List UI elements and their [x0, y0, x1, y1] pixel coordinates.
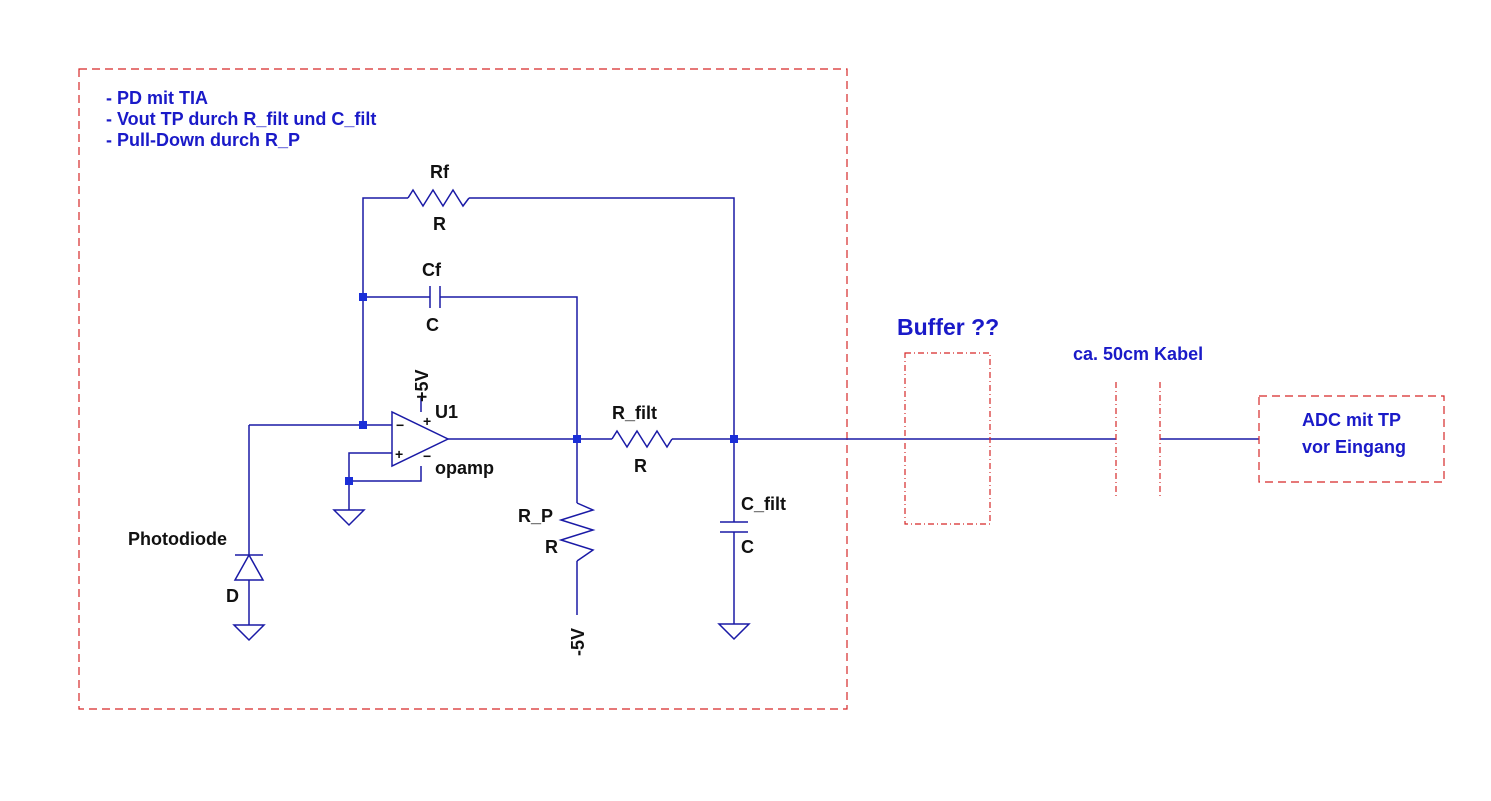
buffer-label: Buffer ?? — [897, 314, 999, 340]
cable-label: ca. 50cm Kabel — [1073, 344, 1203, 364]
circuit-frame — [78, 68, 848, 710]
resistor-rp[interactable] — [558, 502, 596, 562]
resistor-rfilt[interactable] — [611, 429, 673, 449]
adc-box[interactable] — [1258, 395, 1445, 483]
adc-label-line2: vor Eingang — [1302, 437, 1406, 457]
cfilt-name: C_filt — [741, 494, 786, 514]
vcc-label: +5V — [412, 369, 432, 402]
junction-nodes — [345, 293, 738, 485]
ground-symbol-opamp — [332, 509, 366, 527]
note-line-2: - Vout TP durch R_filt und C_filt — [106, 109, 376, 129]
ground-symbol-photodiode — [232, 624, 266, 642]
photodiode-d[interactable] — [233, 553, 265, 581]
cf-name: Cf — [422, 260, 442, 280]
capacitor-cf[interactable] — [429, 286, 441, 308]
u1-name: U1 — [435, 402, 458, 422]
cf-value: C — [426, 315, 439, 335]
rp-name: R_P — [518, 506, 553, 526]
rfilt-value: R — [634, 456, 647, 476]
opamp-vee-pin: − — [423, 448, 431, 464]
opamp-u1[interactable] — [391, 410, 450, 468]
photodiode-value: D — [226, 586, 239, 606]
rfilt-name: R_filt — [612, 403, 657, 423]
resistor-rf[interactable] — [407, 188, 470, 208]
capacitor-cfilt[interactable] — [720, 521, 748, 533]
note-line-3: - Pull-Down durch R_P — [106, 130, 300, 150]
opamp-vcc-pin: + — [423, 413, 431, 429]
photodiode-name: Photodiode — [128, 529, 227, 549]
rf-value: R — [433, 214, 446, 234]
opamp-minus-pin: − — [396, 417, 404, 433]
rf-name: Rf — [430, 162, 450, 182]
cfilt-value: C — [741, 537, 754, 557]
note-line-1: - PD mit TIA — [106, 88, 208, 108]
ground-symbol-cfilt — [717, 623, 751, 641]
rp-value: R — [545, 537, 558, 557]
u1-value: opamp — [435, 458, 494, 478]
adc-label-line1: ADC mit TP — [1302, 410, 1401, 430]
opamp-plus-pin: + — [395, 446, 403, 462]
buffer-placeholder-box[interactable] — [904, 352, 991, 525]
wires — [248, 197, 1259, 625]
vee-label: -5V — [568, 628, 588, 656]
